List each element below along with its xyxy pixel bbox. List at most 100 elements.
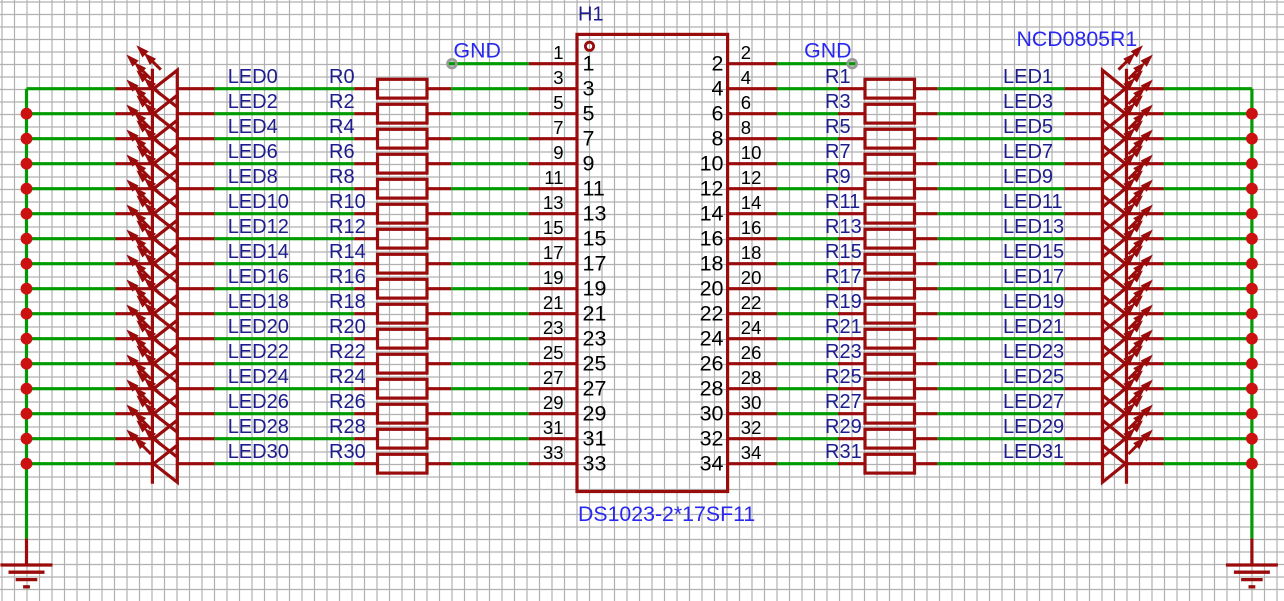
svg-text:LED20: LED20 <box>228 316 289 338</box>
svg-text:LED6: LED6 <box>228 141 278 163</box>
svg-text:6: 6 <box>712 101 724 125</box>
svg-text:34: 34 <box>700 451 724 475</box>
svg-text:LED8: LED8 <box>228 166 278 188</box>
svg-text:LED14: LED14 <box>228 241 289 263</box>
svg-text:R5: R5 <box>825 116 851 138</box>
svg-text:LED24: LED24 <box>228 366 289 388</box>
svg-text:5: 5 <box>583 101 595 125</box>
svg-text:LED15: LED15 <box>1003 241 1064 263</box>
svg-text:LED27: LED27 <box>1003 391 1064 413</box>
svg-text:16: 16 <box>741 217 762 238</box>
svg-text:11: 11 <box>583 176 605 200</box>
svg-text:R30: R30 <box>329 441 366 463</box>
svg-text:R29: R29 <box>825 416 862 438</box>
svg-text:26: 26 <box>741 342 762 363</box>
svg-text:24: 24 <box>700 326 724 350</box>
svg-text:R1: R1 <box>825 66 851 88</box>
svg-text:22: 22 <box>741 292 762 313</box>
svg-text:LED21: LED21 <box>1003 316 1064 338</box>
svg-text:LED28: LED28 <box>228 416 289 438</box>
svg-text:18: 18 <box>700 251 724 275</box>
svg-text:31: 31 <box>543 417 564 438</box>
svg-text:LED3: LED3 <box>1003 91 1053 113</box>
svg-text:R24: R24 <box>329 366 366 388</box>
svg-text:R19: R19 <box>825 291 862 313</box>
svg-text:LED4: LED4 <box>228 116 278 138</box>
svg-text:R0: R0 <box>329 66 355 88</box>
svg-text:LED31: LED31 <box>1003 441 1064 463</box>
svg-text:30: 30 <box>741 392 762 413</box>
svg-text:4: 4 <box>712 76 724 100</box>
svg-text:28: 28 <box>700 376 724 400</box>
svg-text:19: 19 <box>543 267 564 288</box>
svg-text:9: 9 <box>553 142 563 163</box>
svg-text:8: 8 <box>712 126 724 150</box>
svg-text:R17: R17 <box>825 266 862 288</box>
svg-text:1: 1 <box>583 51 595 75</box>
svg-text:R22: R22 <box>329 341 366 363</box>
svg-text:1: 1 <box>553 42 563 63</box>
svg-text:8: 8 <box>741 117 751 138</box>
svg-text:H1: H1 <box>578 4 604 26</box>
svg-text:32: 32 <box>700 426 724 450</box>
svg-text:R14: R14 <box>329 241 366 263</box>
svg-text:R11: R11 <box>825 191 860 213</box>
svg-text:R15: R15 <box>825 241 862 263</box>
svg-text:6: 6 <box>741 92 751 113</box>
svg-text:12: 12 <box>700 176 724 200</box>
svg-text:R25: R25 <box>825 366 862 388</box>
svg-text:25: 25 <box>543 342 564 363</box>
svg-text:R3: R3 <box>825 91 851 113</box>
svg-text:R26: R26 <box>329 391 366 413</box>
svg-text:10: 10 <box>700 151 724 175</box>
svg-text:LED19: LED19 <box>1003 291 1064 313</box>
svg-text:R27: R27 <box>825 391 862 413</box>
svg-text:22: 22 <box>700 301 724 325</box>
svg-text:17: 17 <box>543 242 564 263</box>
svg-text:20: 20 <box>700 276 724 300</box>
svg-text:23: 23 <box>583 326 607 350</box>
svg-text:12: 12 <box>741 167 762 188</box>
svg-text:LED10: LED10 <box>228 191 289 213</box>
svg-text:GND: GND <box>454 38 501 62</box>
svg-text:LED9: LED9 <box>1003 166 1053 188</box>
svg-text:R4: R4 <box>329 116 355 138</box>
svg-text:2: 2 <box>712 51 724 75</box>
svg-text:9: 9 <box>583 151 595 175</box>
svg-text:11: 11 <box>544 167 563 188</box>
svg-text:7: 7 <box>583 126 595 150</box>
svg-text:13: 13 <box>543 192 564 213</box>
svg-text:14: 14 <box>700 201 724 225</box>
svg-text:LED12: LED12 <box>228 216 289 238</box>
svg-text:LED0: LED0 <box>228 66 278 88</box>
svg-text:21: 21 <box>583 301 607 325</box>
svg-text:LED16: LED16 <box>228 266 289 288</box>
svg-text:33: 33 <box>583 451 607 475</box>
svg-text:R20: R20 <box>329 316 366 338</box>
svg-text:33: 33 <box>543 442 564 463</box>
svg-text:R7: R7 <box>825 141 851 163</box>
svg-text:25: 25 <box>583 351 607 375</box>
svg-text:18: 18 <box>741 242 762 263</box>
svg-text:NCD0805R1: NCD0805R1 <box>1017 27 1138 51</box>
svg-text:15: 15 <box>543 217 564 238</box>
svg-text:LED26: LED26 <box>228 391 289 413</box>
svg-text:LED17: LED17 <box>1003 266 1064 288</box>
svg-text:31: 31 <box>583 426 607 450</box>
svg-text:R23: R23 <box>825 341 862 363</box>
svg-text:DS1023-2*17SF11: DS1023-2*17SF11 <box>578 502 755 526</box>
svg-text:R31: R31 <box>825 441 862 463</box>
svg-text:16: 16 <box>700 226 724 250</box>
svg-text:2: 2 <box>741 42 751 63</box>
svg-text:15: 15 <box>583 226 607 250</box>
svg-text:LED22: LED22 <box>228 341 289 363</box>
svg-text:LED1: LED1 <box>1003 66 1053 88</box>
svg-text:5: 5 <box>553 92 563 113</box>
svg-text:R28: R28 <box>329 416 366 438</box>
svg-text:30: 30 <box>700 401 724 425</box>
svg-text:LED2: LED2 <box>228 91 278 113</box>
svg-text:17: 17 <box>583 251 607 275</box>
svg-text:34: 34 <box>741 442 762 463</box>
svg-text:R16: R16 <box>329 266 366 288</box>
svg-text:GND: GND <box>804 38 851 62</box>
